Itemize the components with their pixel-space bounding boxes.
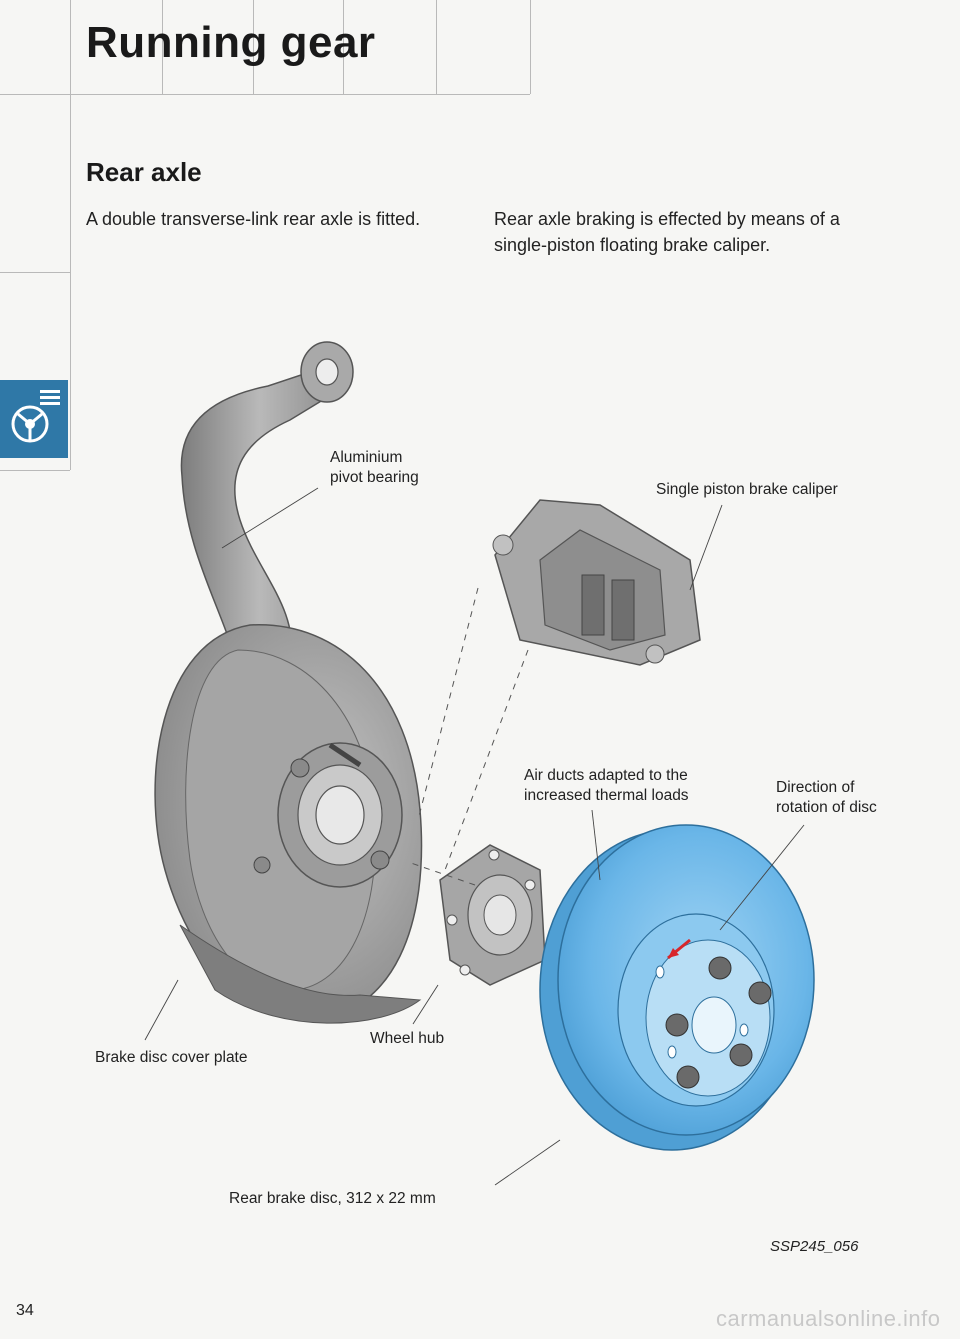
section-badge (0, 380, 68, 458)
header-col-1 (162, 0, 163, 94)
wheel-hub (439, 844, 546, 986)
pivot-arm (180, 341, 354, 682)
label-line: pivot bearing (330, 469, 419, 486)
label-line: Air ducts adapted to the (524, 767, 688, 784)
left-margin-rule (70, 0, 71, 470)
brake-disc-cover-plate (154, 624, 423, 1024)
brake-caliper (492, 499, 701, 666)
margin-tick-1 (0, 272, 70, 273)
cover-plate-label: Brake disc cover plate (95, 1049, 248, 1066)
margin-tick-2 (0, 470, 70, 471)
header-col-2 (253, 0, 254, 94)
header-col-3 (343, 0, 344, 94)
wheel-hub-label: Wheel hub (370, 1030, 445, 1047)
label-line: rotation of disc (776, 799, 877, 816)
header-box-right (530, 0, 531, 94)
right-paragraph: Rear axle braking is effected by means o… (494, 206, 840, 258)
rotation-direction-label: Direction of rotation of disc (776, 778, 877, 818)
figure-code: SSP245_056 (770, 1238, 859, 1255)
air-ducts-label: Air ducts adapted to the increased therm… (524, 766, 689, 806)
label-line: increased thermal loads (524, 787, 689, 804)
header-col-4 (436, 0, 437, 94)
label-line: Direction of (776, 779, 855, 796)
footer-watermark: carmanualsonline.info (716, 1306, 941, 1331)
right-paragraph-line: single-piston floating brake caliper. (494, 235, 771, 255)
brake-caliper-label: Single piston brake caliper (656, 481, 838, 498)
steering-wheel-icon (11, 390, 60, 443)
page-title: Running gear (86, 18, 376, 67)
page-number: 34 (16, 1302, 34, 1319)
rear-brake-disc-label: Rear brake disc, 312 x 22 mm (229, 1190, 436, 1207)
right-paragraph-line: Rear axle braking is effected by means o… (494, 209, 840, 229)
label-line: Aluminium (330, 449, 403, 466)
left-paragraph: A double transverse-link rear axle is fi… (86, 209, 421, 229)
rear-brake-disc (539, 824, 815, 1151)
header-rule (0, 94, 530, 95)
pivot-bearing-label: Aluminium pivot bearing (330, 448, 419, 488)
section-heading: Rear axle (86, 157, 202, 187)
